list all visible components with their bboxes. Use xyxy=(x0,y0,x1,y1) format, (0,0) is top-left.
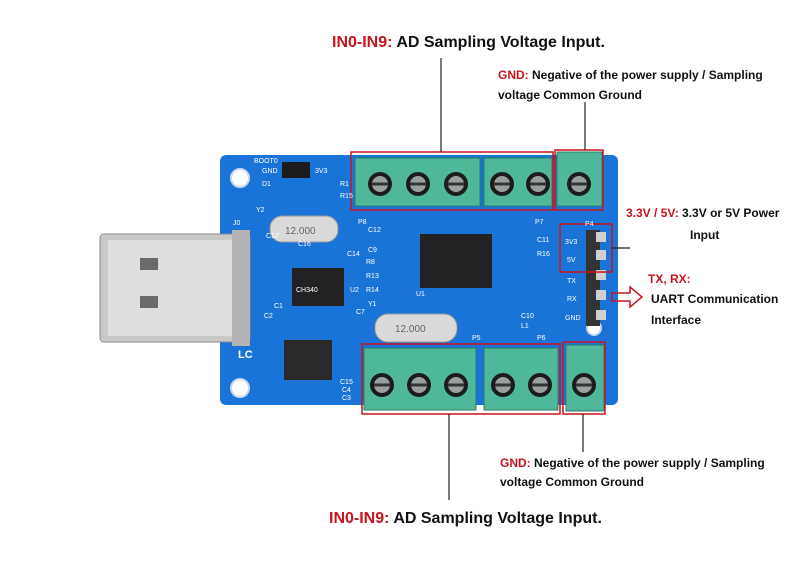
silk-c7: C7 xyxy=(356,309,365,316)
highlight-top-gnd xyxy=(554,149,604,211)
silk-u2: U2 xyxy=(350,287,359,294)
crystal-top xyxy=(269,215,339,243)
silk-crystal-bottom: 12.000 xyxy=(395,324,426,335)
top-title-text: AD Sampling Voltage Input. xyxy=(396,34,605,51)
silk-j0: J0 xyxy=(233,220,241,227)
silk-p5: P5 xyxy=(472,335,481,342)
silk-r13: R13 xyxy=(366,273,379,280)
silk-c12: C12 xyxy=(368,227,381,234)
silk-p6: P6 xyxy=(537,335,546,342)
terminal-block-top-right xyxy=(556,151,603,207)
silk-l1: L1 xyxy=(521,323,529,330)
terminal-block-top-left xyxy=(354,157,481,207)
silk-p4: P4 xyxy=(585,221,594,228)
terminal-block-bottom-middle xyxy=(483,347,559,411)
silk-r14: R14 xyxy=(366,287,379,294)
silk-r15: R15 xyxy=(340,193,353,200)
silk-p8: P8 xyxy=(358,219,367,226)
silk-pin-rx: RX xyxy=(567,296,577,303)
pointer-lines xyxy=(440,58,630,500)
terminal-block-bottom-right xyxy=(565,344,605,412)
gnd-bottom-annotation: GND: Negative of the power supply / Samp… xyxy=(500,456,765,470)
highlight-bottom-gnd xyxy=(562,341,606,415)
chip-ch340 xyxy=(292,268,344,306)
uart-line2: Interface xyxy=(651,313,702,327)
power-annotation: 3.3V / 5V: 3.3V or 5V Power xyxy=(626,206,779,220)
usb-plug xyxy=(99,230,251,346)
silk-c10: C10 xyxy=(521,313,534,320)
uart-label: TX, RX: xyxy=(648,272,691,286)
mount-hole xyxy=(230,168,250,188)
chip-mcu xyxy=(420,234,492,288)
highlight-bottom-inputs xyxy=(361,343,561,415)
bottom-title-label: IN0-IN9: xyxy=(329,510,390,527)
gnd-top-line1: Negative of the power supply / Sampling xyxy=(532,68,763,82)
silk-chip-ch340: CH340 xyxy=(296,287,318,294)
top-title-label: IN0-IN9: xyxy=(332,34,393,51)
silk-pin-3v3: 3V3 xyxy=(565,239,578,246)
jumper xyxy=(282,162,310,178)
silk-c9: C9 xyxy=(368,247,377,254)
silk-r1: R1 xyxy=(340,181,349,188)
power-line2: Input xyxy=(690,228,720,242)
gnd-top-line2: voltage Common Ground xyxy=(498,88,642,102)
uart-arrow-icon xyxy=(611,285,644,309)
header-pins xyxy=(586,230,606,326)
silk-crystal-top: 12.000 xyxy=(285,226,316,237)
silk-c3: C3 xyxy=(342,395,351,402)
silk-r16: R16 xyxy=(537,251,550,258)
terminal-block-bottom-left xyxy=(363,347,477,411)
bottom-title-text: AD Sampling Voltage Input. xyxy=(393,510,602,527)
crystal-bottom xyxy=(374,313,458,343)
bottom-title-annotation: IN0-IN9: AD Sampling Voltage Input. xyxy=(329,510,602,528)
silk-gnd: GND xyxy=(262,168,278,175)
silk-c2: C2 xyxy=(264,313,273,320)
silk-c1: C1 xyxy=(274,303,283,310)
terminal-block-top-middle xyxy=(483,157,553,207)
silk-c15: C15 xyxy=(340,379,353,386)
silk-pin-gnd: GND xyxy=(565,315,581,322)
silk-c11: C11 xyxy=(537,237,549,244)
power-line1: 3.3V or 5V Power xyxy=(682,206,780,220)
gnd-bottom-label: GND: xyxy=(500,456,531,470)
silk-pin-tx: TX xyxy=(567,278,576,285)
gnd-bottom-line2: voltage Common Ground xyxy=(500,475,644,489)
silk-pin-5v: 5V xyxy=(567,257,576,264)
silk-d1: D1 xyxy=(262,181,271,188)
uart-line1: UART Communication xyxy=(651,292,779,306)
power-label: 3.3V / 5V: xyxy=(626,206,679,220)
silk-p7: P7 xyxy=(535,219,544,226)
chip-regulator xyxy=(284,340,332,380)
gnd-bottom-line1: Negative of the power supply / Sampling xyxy=(534,456,765,470)
silk-y1: Y1 xyxy=(368,301,377,308)
silk-3v3: 3V3 xyxy=(315,168,328,175)
gnd-top-annotation: GND: Negative of the power supply / Samp… xyxy=(498,68,763,82)
silk-c14: C14 xyxy=(347,251,360,258)
silk-logo: LC xyxy=(238,349,253,361)
silk-r8: R8 xyxy=(366,259,375,266)
mount-hole xyxy=(230,378,250,398)
silk-u1: U1 xyxy=(416,291,425,298)
silk-c4: C4 xyxy=(342,387,351,394)
silk-boot0: BOOT0 xyxy=(254,158,278,165)
silk-c17: C17 xyxy=(266,233,279,240)
gnd-top-label: GND: xyxy=(498,68,529,82)
top-title-annotation: IN0-IN9: AD Sampling Voltage Input. xyxy=(332,34,605,52)
highlight-top-inputs xyxy=(350,151,554,211)
silk-c16: C16 xyxy=(298,241,311,248)
silk-y2: Y2 xyxy=(256,207,265,214)
